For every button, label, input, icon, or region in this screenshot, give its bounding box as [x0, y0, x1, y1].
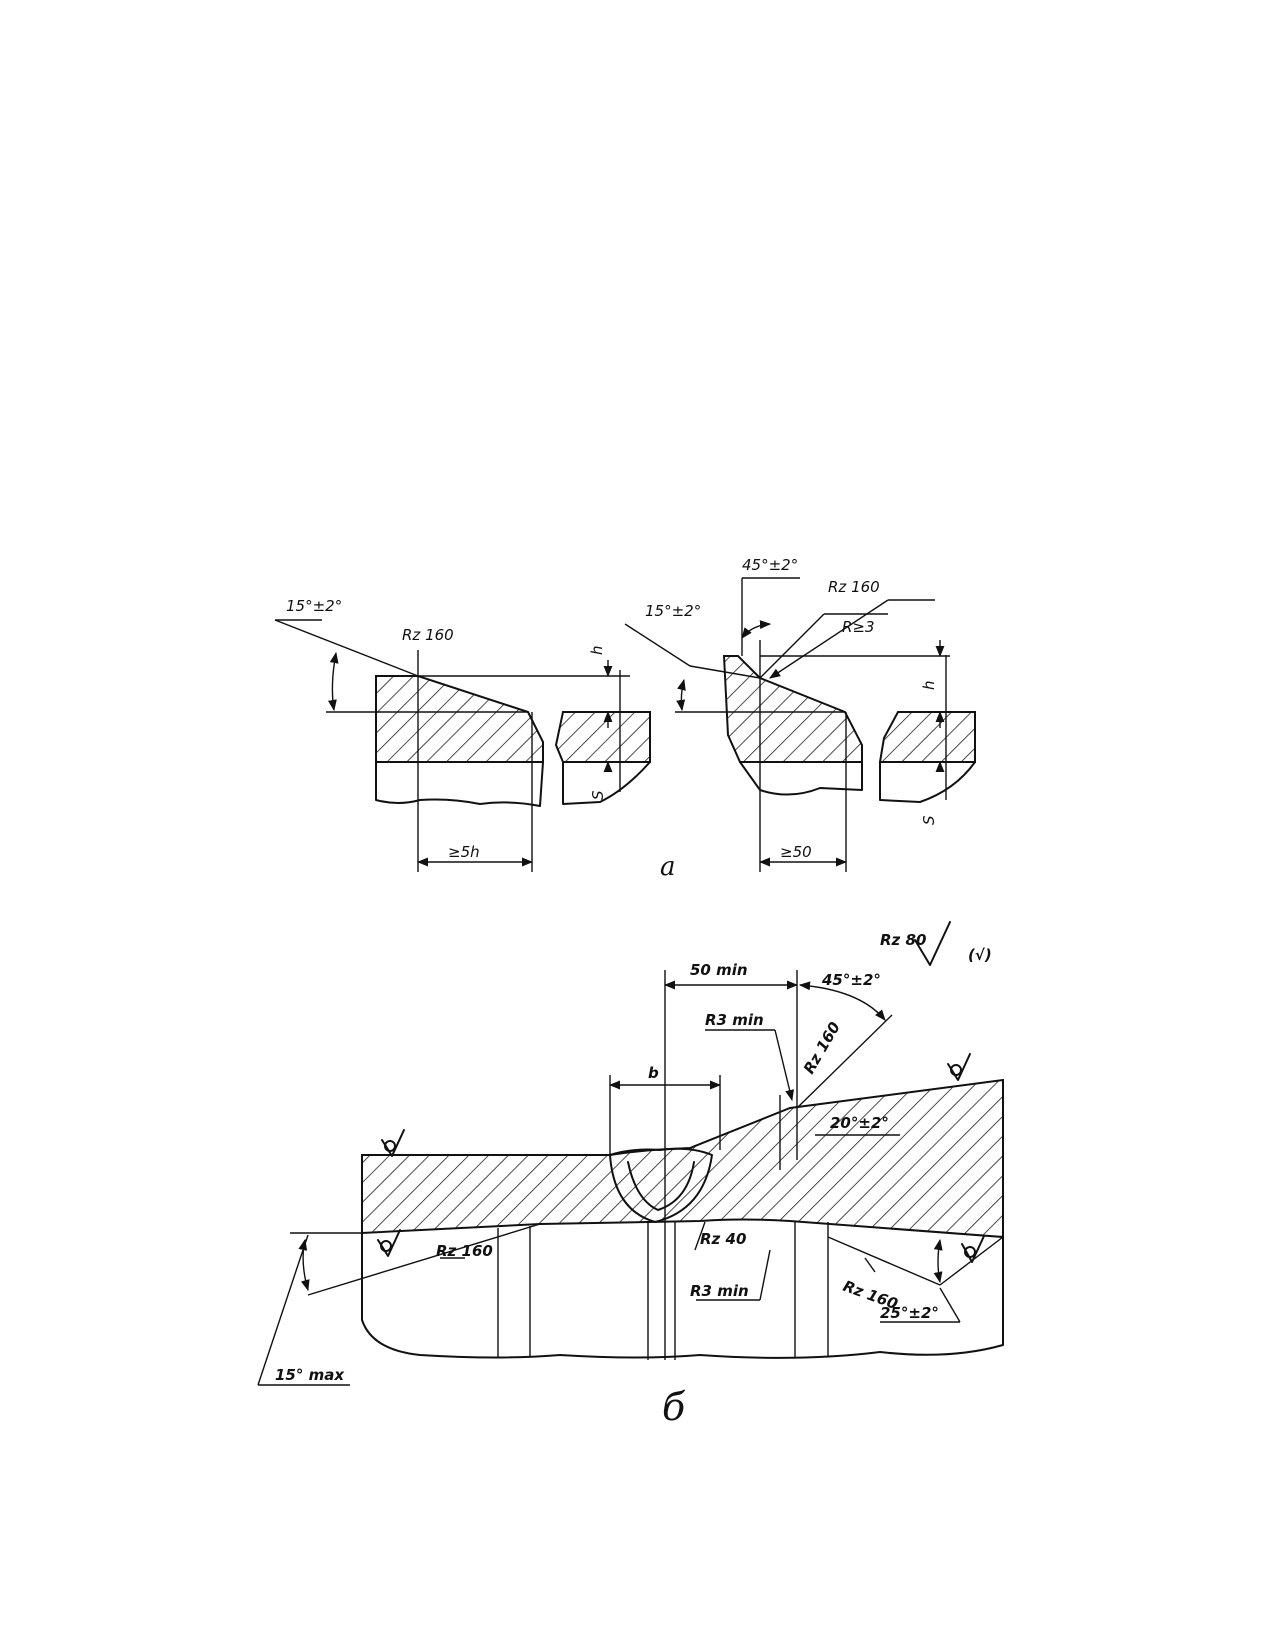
- figure-a-right-joint: 15°±2° 45°±2° Rz 160 R≥3 ≥50 h S: [624, 556, 976, 872]
- left-thin-plate-section: [554, 711, 651, 763]
- figure-a-left-joint: 15°±2° Rz 160 ≥5h h S: [274, 597, 651, 872]
- right-radius-label: R≥3: [842, 618, 875, 636]
- left-angle-label: 15°±2°: [286, 597, 342, 615]
- right-thick-plate-section: [722, 655, 863, 763]
- general-roughness-label: Rz 80: [880, 931, 926, 949]
- right-large-angle-label: 45°±2°: [742, 556, 798, 574]
- middle-angle-label: 20°±2°: [830, 1114, 889, 1132]
- left-thick-plate-section: [375, 675, 544, 763]
- right-step-label: h: [920, 680, 938, 690]
- general-roughness-check-icon: [914, 921, 951, 966]
- length-label: 50 min: [690, 961, 748, 979]
- left-roughness-label: Rz 160: [402, 626, 454, 644]
- left-step-label: h: [588, 645, 606, 655]
- left-length-label: ≥5h: [448, 843, 480, 861]
- gap-label: b: [648, 1064, 659, 1082]
- figure-b-caption: б: [662, 1385, 686, 1429]
- right-thin-plate-section: [878, 711, 976, 763]
- right-thick-plate-body: [739, 761, 863, 796]
- right-thin-plate-body: [879, 761, 976, 803]
- weld-root: [609, 1147, 713, 1223]
- pipe-body: [361, 1232, 1004, 1359]
- left-thickness-label: S: [589, 790, 607, 800]
- right-small-angle-label: 15°±2°: [645, 602, 701, 620]
- right-angle-label: 25°±2°: [880, 1304, 939, 1322]
- thin-wall-section: [361, 1078, 1004, 1239]
- top-radius-label: R3 min: [705, 1011, 764, 1029]
- right-roughness-label: Rz 160: [828, 578, 880, 596]
- right-thickness-label: S: [920, 815, 938, 825]
- general-roughness-rest-label: (√): [968, 946, 992, 964]
- top-angle-label: 45°±2°: [821, 971, 881, 989]
- bottom-radius-label: R3 min: [690, 1282, 749, 1300]
- figure-a-caption: а: [660, 852, 676, 882]
- left-thick-plate-body: [375, 761, 544, 807]
- left-angle-label: 15° max: [275, 1366, 345, 1384]
- right-length-label: ≥50: [780, 843, 812, 861]
- left-roughness-label: Rz 160: [436, 1242, 493, 1260]
- figure-b-welded-joint: Rz 80 (√) 50 min 45°±2° R3 min Rz 160 20…: [257, 921, 1004, 1386]
- bottom-roughness-label: Rz 40: [700, 1230, 746, 1248]
